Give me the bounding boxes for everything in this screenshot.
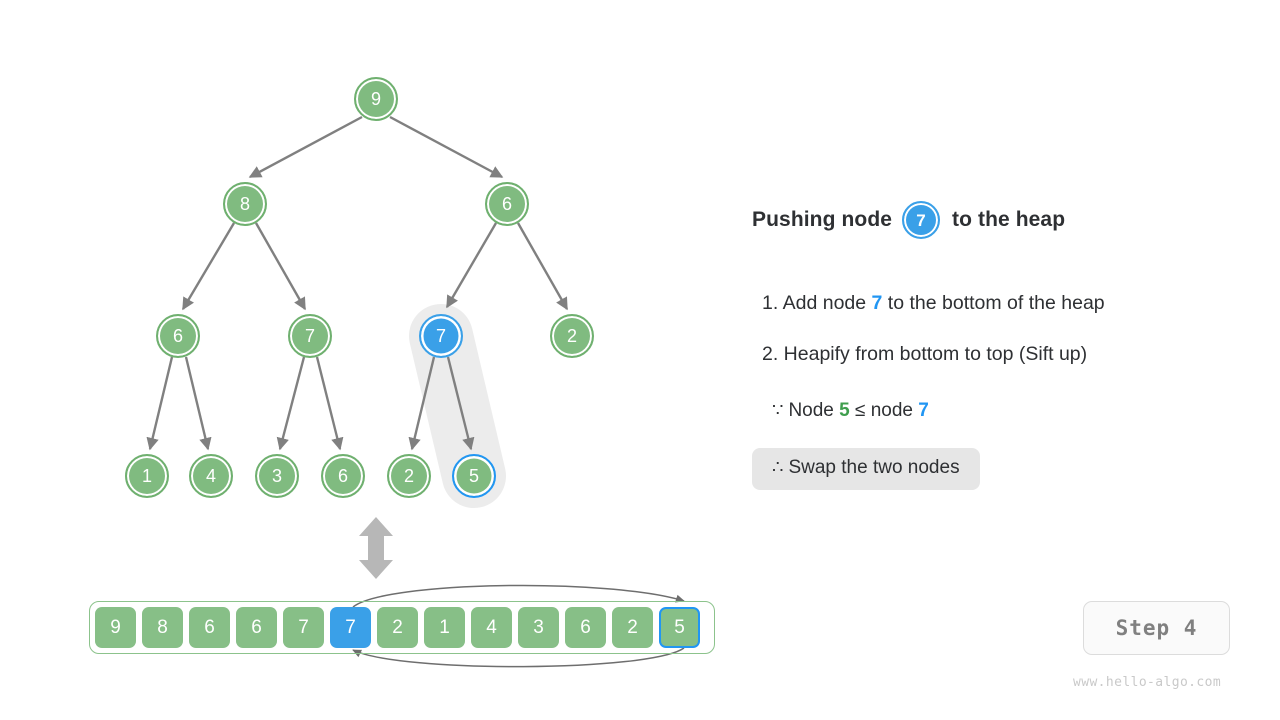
edge-7b-5 — [446, 356, 475, 451]
array-cell[interactable]: 6 — [565, 607, 606, 648]
tree-node[interactable]: 2 — [550, 314, 594, 358]
array-cell[interactable]: 8 — [142, 607, 183, 648]
swap-arc-forward — [352, 584, 685, 608]
edge-6-1 — [146, 356, 174, 451]
array-cell[interactable]: 6 — [236, 607, 277, 648]
explanation-panel: Pushing node 7 to the heap 1. Add node 7… — [752, 200, 1222, 490]
because-symbol: ∵ — [772, 400, 784, 420]
step-1-a: 1. Add node — [762, 292, 872, 314]
step-1-b: to the bottom of the heap — [882, 292, 1105, 314]
reason-b: ≤ node — [849, 400, 919, 421]
edge-8-6 — [181, 222, 236, 311]
reason-line: ∵Node 5 ≤ node 7 — [772, 400, 929, 422]
tree-node[interactable]: 9 — [354, 77, 398, 121]
edge-9-8 — [248, 115, 363, 179]
array-cell[interactable]: 9 — [95, 607, 136, 648]
array-cell-active[interactable]: 7 — [330, 607, 371, 648]
title-suffix: to the heap — [952, 208, 1066, 231]
step-badge: Step 4 — [1083, 601, 1230, 655]
tree-node[interactable]: 7 — [288, 314, 332, 358]
tree-node-target[interactable]: 5 — [452, 454, 496, 498]
array-container: 9 8 6 6 7 7 2 1 4 3 6 2 5 — [89, 601, 715, 654]
page-title: Pushing node 7 to the heap — [752, 200, 1222, 240]
title-node-badge: 7 — [902, 201, 941, 239]
edge-7b-2 — [408, 356, 436, 451]
step-1-text: 1. Add node 7 to the bottom of the heap — [762, 292, 1105, 315]
therefore-symbol: ∴ — [772, 457, 784, 477]
reason-green-value: 5 — [839, 400, 850, 421]
tree-node[interactable]: 6 — [156, 314, 200, 358]
edge-6-4 — [184, 356, 212, 451]
tree-node[interactable]: 3 — [255, 454, 299, 498]
tree-node[interactable]: 1 — [125, 454, 169, 498]
edge-7-3 — [276, 356, 306, 451]
tree-node[interactable]: 2 — [387, 454, 431, 498]
conclusion-line: ∴Swap the two nodes — [752, 448, 980, 490]
edge-9-6 — [389, 115, 504, 179]
array-swap-arrows — [352, 584, 685, 668]
tree-node[interactable]: 8 — [223, 182, 267, 226]
reason-blue-value: 7 — [918, 400, 929, 421]
tree-node[interactable]: 4 — [189, 454, 233, 498]
tree-node-active[interactable]: 7 — [419, 314, 463, 358]
reason-a: Node — [788, 400, 840, 421]
conclusion-text: Swap the two nodes — [788, 457, 960, 478]
array-cell-target[interactable]: 5 — [659, 607, 700, 648]
edge-6-2 — [516, 222, 569, 311]
edge-6-7b — [445, 222, 498, 309]
tree-node[interactable]: 6 — [321, 454, 365, 498]
array-cell[interactable]: 4 — [471, 607, 512, 648]
array-cell[interactable]: 3 — [518, 607, 559, 648]
sift-up-highlight-capsule — [409, 304, 506, 508]
step-1-value: 7 — [871, 292, 883, 314]
array-cell[interactable]: 6 — [189, 607, 230, 648]
array-cell[interactable]: 1 — [424, 607, 465, 648]
tree-node[interactable]: 6 — [485, 182, 529, 226]
watermark: www.hello-algo.com — [1073, 675, 1222, 690]
swap-arc-backward — [352, 647, 685, 668]
array-cell[interactable]: 7 — [283, 607, 324, 648]
edge-8-7 — [254, 222, 307, 311]
tree-array-link-arrow — [359, 517, 393, 579]
tree-edges — [146, 115, 569, 451]
edge-7-6b — [315, 356, 344, 451]
title-prefix: Pushing node — [752, 208, 893, 231]
array-cell[interactable]: 2 — [612, 607, 653, 648]
array-cell[interactable]: 2 — [377, 607, 418, 648]
step-2-text: 2. Heapify from bottom to top (Sift up) — [762, 343, 1088, 365]
